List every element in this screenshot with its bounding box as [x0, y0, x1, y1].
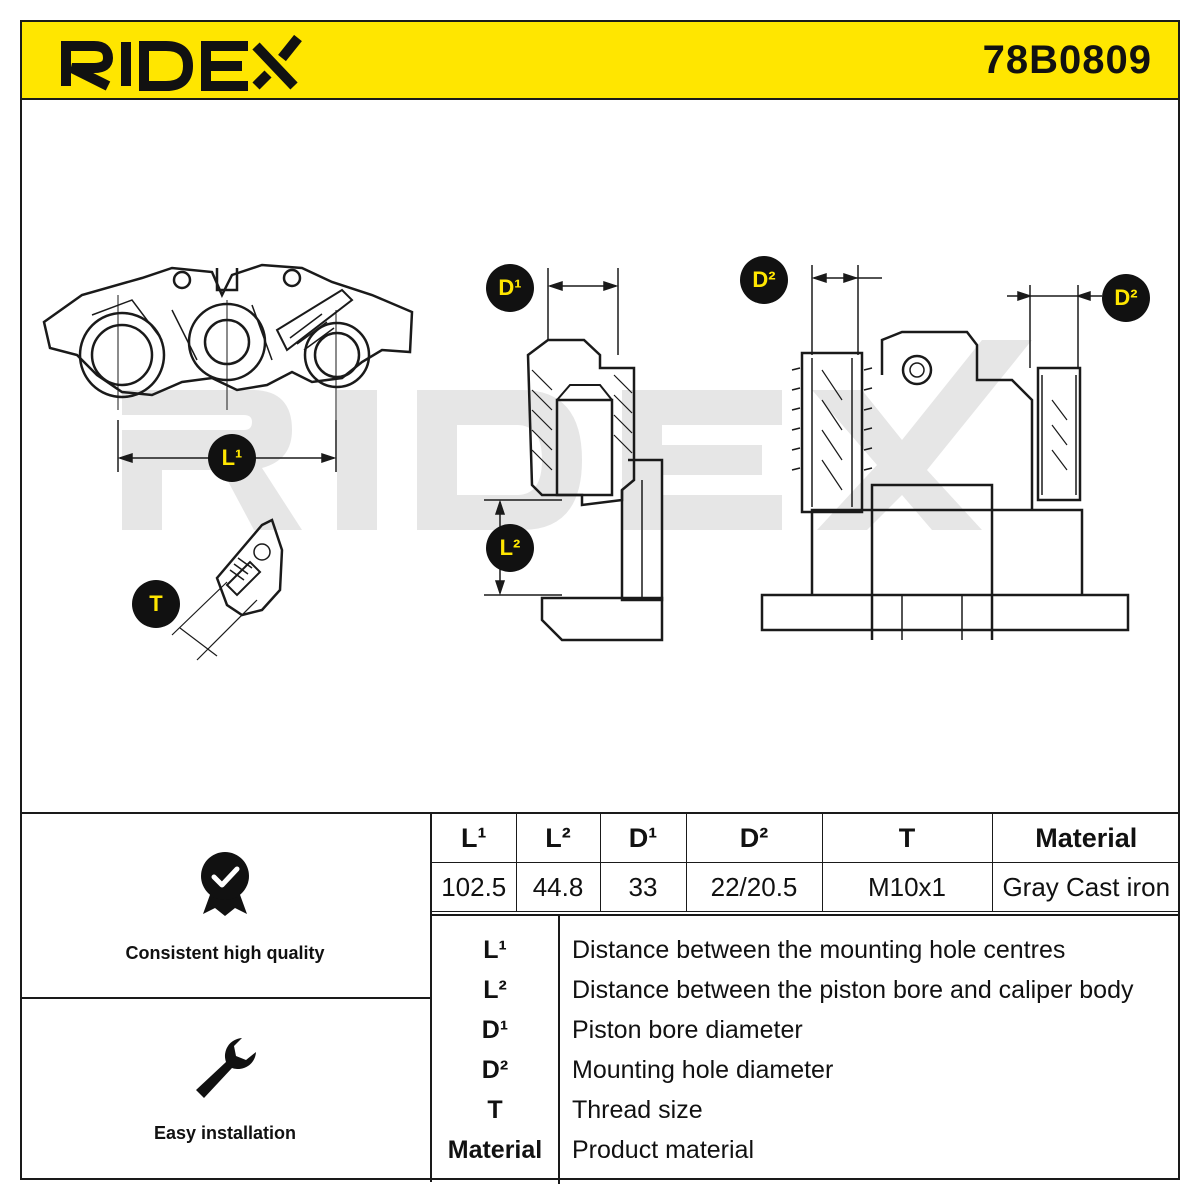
feature-installation-label: Easy installation	[153, 1123, 297, 1143]
specs-value-t: M10x1	[821, 862, 993, 912]
wrench-icon	[196, 1038, 256, 1098]
specs-header-t: T	[821, 814, 993, 863]
legend-row: D² Mounting hole diameter	[432, 1050, 1180, 1090]
callout-l2: L²	[486, 524, 534, 572]
legend-key: T	[487, 1096, 503, 1124]
legend-key: Material	[447, 1136, 543, 1164]
callout-d2-right: D²	[1102, 274, 1150, 322]
legend-text: Product material	[572, 1136, 755, 1164]
legend-key: D²	[481, 1056, 509, 1084]
legend-key: D¹	[481, 1016, 509, 1044]
callout-t: T	[132, 580, 180, 628]
legend-key: L¹	[483, 936, 507, 964]
info-panel: Consistent high quality Easy installatio…	[20, 812, 1180, 1184]
specs-header-l1: L¹	[432, 814, 517, 863]
header-bar: 78B0809	[20, 20, 1180, 100]
legend-text: Distance between the mounting hole centr…	[572, 936, 1066, 964]
panel-divider	[430, 814, 432, 1182]
specs-value-l1: 102.5	[432, 862, 517, 912]
callout-l1: L¹	[208, 434, 256, 482]
specs-header-l2: L²	[515, 814, 601, 863]
specs-value-row: 102.5 44.8 33 22/20.5 M10x1 Gray Cast ir…	[432, 862, 1180, 912]
legend-row: L¹ Distance between the mounting hole ce…	[432, 930, 1180, 970]
specs-value-l2: 44.8	[515, 862, 601, 912]
specs-value-d1: 33	[599, 862, 687, 912]
legend-text: Distance between the piston bore and cal…	[572, 976, 1134, 1004]
d2-dimension-left	[811, 265, 882, 355]
specs-value-d2: 22/20.5	[685, 862, 823, 912]
specs-header-material: Material	[991, 814, 1180, 863]
feature-divider	[20, 997, 430, 999]
part-number: 78B0809	[982, 38, 1152, 82]
legend-row: T Thread size	[432, 1090, 1180, 1130]
legend-separator	[558, 916, 560, 1184]
legend-text: Piston bore diameter	[572, 1016, 803, 1044]
callout-d1: D¹	[486, 264, 534, 312]
specs-header-row: L¹ L² D¹ D² T Material	[432, 814, 1180, 863]
technical-drawing: L¹ D¹ L² D² D² T	[22, 100, 1178, 812]
d1-dimension	[547, 268, 619, 355]
feature-quality: Consistent high quality	[20, 848, 430, 964]
feature-quality-label: Consistent high quality	[125, 943, 325, 963]
watermark-logo	[122, 340, 1032, 530]
feature-installation: Easy installation	[20, 1032, 430, 1144]
legend-row: L² Distance between the piston bore and …	[432, 970, 1180, 1010]
legend-key: L²	[483, 976, 507, 1004]
thread-detail-view	[171, 518, 284, 661]
specs-header-d2: D²	[685, 814, 823, 863]
callout-d2-left: D²	[740, 256, 788, 304]
quality-badge-icon	[201, 852, 249, 916]
caliper-front-view	[760, 330, 1130, 640]
specs-table: L¹ L² D¹ D² T Material 102.5 44.8 33 22/…	[432, 814, 1180, 912]
legend-row: Material Product material	[432, 1130, 1180, 1170]
d2-dimension-right	[1007, 285, 1102, 368]
caliper-section-view	[526, 338, 664, 642]
legend-text: Mounting hole diameter	[572, 1056, 834, 1084]
legend-text: Thread size	[572, 1096, 703, 1124]
legend: L¹ Distance between the mounting hole ce…	[432, 914, 1180, 1184]
specs-value-material: Gray Cast iron	[991, 862, 1180, 912]
brand-logo	[42, 24, 302, 101]
specs-header-d1: D¹	[599, 814, 687, 863]
legend-row: D¹ Piston bore diameter	[432, 1010, 1180, 1050]
